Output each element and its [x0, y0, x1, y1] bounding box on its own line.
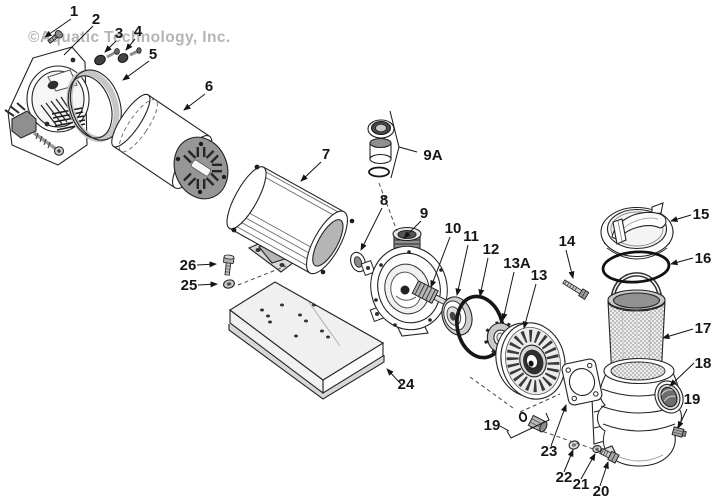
part-label-11: 11 [463, 228, 479, 245]
part-7-motor [226, 164, 358, 275]
part-12-oring [455, 294, 505, 360]
part-16-lid-oring [601, 250, 671, 284]
part-3-plug [94, 48, 120, 66]
part-2-motor-end-plate [4, 46, 90, 166]
part-label-22: 22 [556, 469, 573, 486]
part-23-gasket [561, 358, 603, 406]
part-label-9: 9 [420, 205, 428, 222]
part-label-3: 3 [115, 25, 123, 42]
part-label-18: 18 [695, 355, 712, 372]
part-5-band-clamp [66, 69, 122, 143]
part-label-12: 12 [483, 241, 500, 258]
part-label-21: 21 [573, 476, 590, 493]
part-26-bolt [223, 254, 235, 276]
part-label-13: 13 [531, 267, 548, 284]
part-label-13A: 13A [503, 255, 531, 272]
part-label-24: 24 [398, 376, 415, 393]
part-4-plug [117, 47, 142, 63]
part-label-1: 1 [70, 3, 78, 20]
part-label-4: 4 [134, 23, 143, 40]
part-label-7: 7 [322, 146, 330, 163]
part-label-9A: 9A [423, 147, 442, 164]
part-19-drain-plug-right [671, 426, 687, 438]
part-15-lid [600, 202, 674, 260]
part-8-slinger [350, 251, 366, 273]
part-label-8: 8 [380, 192, 388, 209]
part-label-19-left: 19 [484, 417, 501, 434]
part-label-14: 14 [559, 233, 576, 250]
part-label-23: 23 [541, 443, 558, 460]
part-label-26: 26 [180, 257, 197, 274]
part-24-base-plate [228, 281, 385, 400]
part-20-bolt [599, 447, 620, 464]
assembly-dashed-lines [237, 182, 600, 452]
part-label-20: 20 [593, 483, 610, 500]
thru-bolt [32, 131, 65, 156]
part-25-nut [223, 279, 235, 289]
part-label-16: 16 [695, 250, 712, 267]
watermark-text: ©Aquatic Technology, Inc. [28, 29, 231, 46]
part-label-17: 17 [695, 320, 712, 337]
part-9-volute [360, 226, 448, 337]
pot-side-port [654, 380, 684, 414]
part-label-5: 5 [149, 46, 157, 63]
part-13-impeller [495, 322, 566, 400]
callout-labels: 1 2 3 4 5 6 7 8 9 9A 10 11 12 13A 13 14 … [70, 3, 712, 500]
part-18-strainer-pot [591, 357, 684, 467]
part-label-6: 6 [205, 78, 213, 95]
part-label-25: 25 [181, 277, 198, 294]
part-label-2: 2 [92, 11, 100, 28]
power-cord-plug [4, 102, 37, 139]
part-6-motor-end-bell [111, 93, 229, 200]
part-9A-fitting [367, 119, 395, 178]
part-label-10: 10 [445, 220, 462, 237]
vent-slots [183, 147, 222, 189]
callout-leader-lines [44, 18, 695, 487]
part-14-bolt [562, 279, 590, 300]
part-label-15: 15 [693, 206, 710, 223]
part-label-19-right: 19 [684, 391, 701, 408]
